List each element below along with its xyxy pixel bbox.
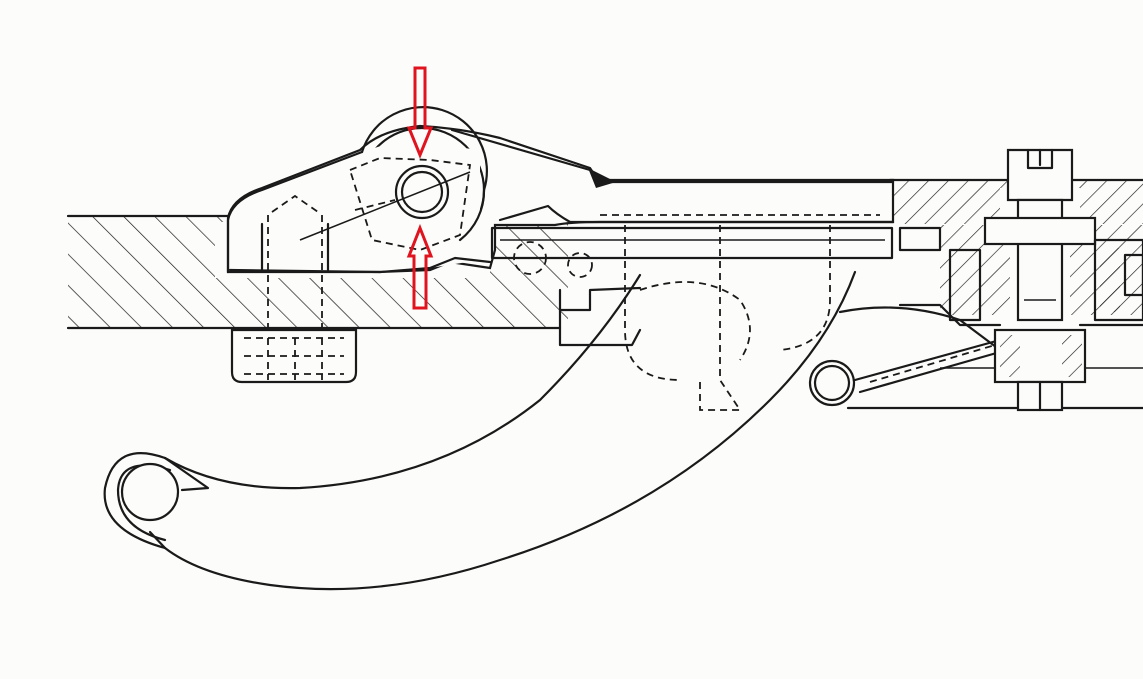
mounting-bolt	[230, 194, 358, 384]
slide-rail	[490, 214, 894, 411]
upper-arrow	[406, 66, 434, 159]
pivot-bracket	[226, 106, 895, 274]
lower-arrow	[406, 223, 434, 310]
hook-lever	[103, 270, 857, 591]
adjusting-screw	[898, 148, 1143, 412]
spring-link	[808, 306, 1143, 410]
